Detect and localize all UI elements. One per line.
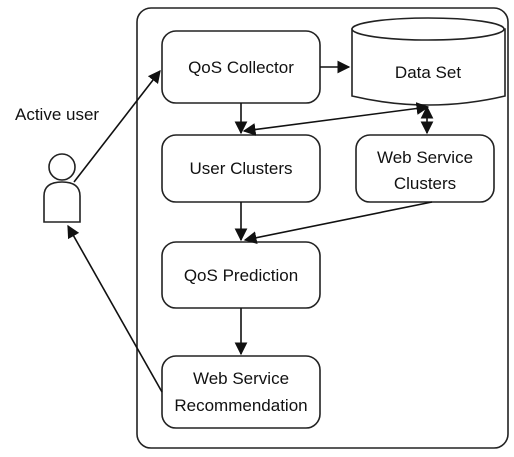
web-service-recommendation-node: Web Service Recommendation — [161, 355, 321, 429]
qos-prediction-node: QoS Prediction — [161, 241, 321, 309]
svg-text:User Clusters: User Clusters — [190, 159, 293, 178]
edge-recommendation-to-user — [67, 224, 163, 393]
user-clusters-node: User Clusters — [161, 134, 321, 203]
svg-text:Web Service: Web Service — [377, 148, 473, 167]
svg-text:QoS Prediction: QoS Prediction — [184, 266, 298, 285]
svg-text:QoS Collector: QoS Collector — [188, 58, 294, 77]
active-user-label: Active user — [15, 105, 99, 124]
svg-text:Clusters: Clusters — [394, 174, 456, 193]
svg-text:Data Set: Data Set — [395, 63, 461, 82]
web-service-clusters-node: Web Service Clusters — [355, 134, 495, 203]
edge-user-to-collector — [73, 69, 161, 183]
svg-text:Recommendation: Recommendation — [174, 396, 307, 415]
edge-dataset-userclusters — [242, 102, 430, 136]
data-set-node: Data Set — [351, 17, 506, 106]
qos-collector-node: QoS Collector — [161, 30, 321, 104]
user-figure-icon — [43, 153, 81, 223]
svg-text:Web Service: Web Service — [193, 369, 289, 388]
edge-wsclusters-to-prediction — [243, 201, 433, 244]
